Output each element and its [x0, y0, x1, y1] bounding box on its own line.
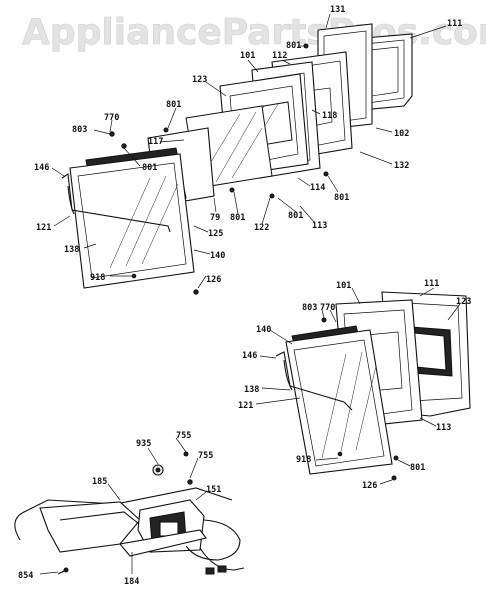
- label-123: 123: [456, 297, 471, 307]
- label-801: 801: [334, 193, 349, 203]
- label-131: 131: [330, 5, 345, 15]
- label-123: 123: [192, 75, 207, 85]
- label-146: 146: [34, 163, 49, 173]
- label-138: 138: [244, 385, 259, 395]
- label-126: 126: [206, 275, 221, 285]
- label-918: 918: [90, 273, 105, 283]
- screws-top-assembly: [109, 43, 329, 295]
- label-801: 801: [230, 213, 245, 223]
- latch-assembly: [14, 451, 245, 575]
- outer-door-panel: [69, 153, 195, 289]
- label-121: 121: [238, 401, 253, 411]
- label-121: 121: [36, 223, 51, 233]
- label-102: 102: [394, 129, 409, 139]
- label-755: 755: [176, 431, 191, 441]
- label-111: 111: [424, 279, 439, 289]
- label-801: 801: [410, 463, 425, 473]
- label-770: 770: [320, 303, 335, 313]
- label-803: 803: [302, 303, 317, 313]
- door-handle: [61, 173, 171, 233]
- label-184: 184: [124, 577, 139, 587]
- label-125: 125: [208, 229, 223, 239]
- label-101: 101: [336, 281, 351, 291]
- label-113: 113: [436, 423, 451, 433]
- label-117: 117: [148, 137, 163, 147]
- label-114: 114: [310, 183, 325, 193]
- label-122: 122: [254, 223, 269, 233]
- label-111: 111: [447, 19, 462, 29]
- watermark: AppliancePartsPros.com: [22, 12, 486, 53]
- label-185: 185: [92, 477, 107, 487]
- door-handle-lower: [275, 351, 353, 411]
- label-854: 854: [18, 571, 33, 581]
- label-755: 755: [198, 451, 213, 461]
- label-101: 101: [240, 51, 255, 61]
- label-803: 803: [72, 125, 87, 135]
- label-140: 140: [210, 251, 225, 261]
- label-112: 112: [272, 51, 287, 61]
- label-801: 801: [286, 41, 301, 51]
- label-146: 146: [242, 351, 257, 361]
- label-801: 801: [166, 100, 181, 110]
- label-79: 79: [210, 213, 220, 223]
- leader-lines-top: [51, 13, 447, 289]
- label-801: 801: [142, 163, 157, 173]
- label-140: 140: [256, 325, 271, 335]
- label-151: 151: [206, 485, 221, 495]
- label-138: 138: [64, 245, 79, 255]
- label-770: 770: [104, 113, 119, 123]
- label-118: 118: [322, 111, 337, 121]
- label-801: 801: [288, 211, 303, 221]
- leader-lines-lower: [255, 287, 461, 485]
- label-113: 113: [312, 221, 327, 231]
- label-918: 918: [296, 455, 311, 465]
- label-132: 132: [394, 161, 409, 171]
- outer-door-panel-lower: [285, 325, 393, 475]
- leader-lines-latch: [39, 437, 207, 575]
- label-126: 126: [362, 481, 377, 491]
- label-935: 935: [136, 439, 151, 449]
